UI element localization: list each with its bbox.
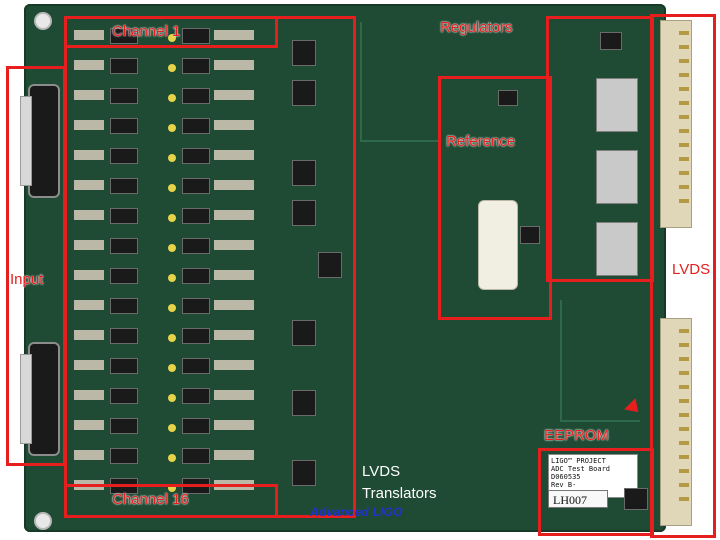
reference-chip [520, 226, 540, 244]
adc-channel-row [74, 444, 274, 468]
connector-pins [20, 354, 32, 444]
lvds-translator-chip [292, 390, 316, 416]
lvds-translator-chip [292, 320, 316, 346]
adc-channel-row [74, 354, 274, 378]
lvds-translator-chip [292, 40, 316, 66]
pcb-trace [360, 22, 362, 142]
regulator-chip [600, 32, 622, 50]
adc-channel-row [74, 264, 274, 288]
board-sticker-line: LIGO™ PROJECT [551, 457, 606, 465]
label-eeprom: EEPROM [544, 427, 610, 444]
adc-channel-row [74, 234, 274, 258]
input-box [6, 66, 66, 466]
lvds-translator-chip [318, 252, 342, 278]
lvds-box [650, 14, 716, 538]
lvds-translator-chip [292, 460, 316, 486]
board-sticker-line: D060535 [551, 473, 581, 481]
adc-channel-row [74, 144, 274, 168]
lvds-connector-top [660, 20, 692, 228]
label-input: Input [10, 271, 44, 288]
adc-channel-row [74, 84, 274, 108]
pcb-trace [360, 140, 440, 142]
eeprom-box [538, 448, 654, 536]
label-channel-last: Channel 16 [112, 491, 189, 508]
lvds-translator-chip [292, 160, 316, 186]
mounting-hole [34, 12, 52, 30]
label-channel-first: Channel 1 [112, 23, 181, 40]
board-sticker-line: Rev B- [551, 481, 577, 489]
adc-channel-row [74, 24, 274, 48]
voltage-regulator [596, 150, 638, 204]
connector-pins [20, 96, 32, 186]
pcb-trace [560, 420, 640, 422]
adc-channel-row [74, 294, 274, 318]
adc-channel-row [74, 114, 274, 138]
lvds-translator-chip [292, 80, 316, 106]
lvds-translator-chip [292, 200, 316, 226]
label-lvds-translators-line1: LVDS [362, 463, 401, 480]
reference-box [438, 76, 552, 320]
label-lvds: LVDS [672, 261, 711, 278]
adc-channel-row [74, 54, 274, 78]
adc-channels-box [64, 16, 356, 518]
label-reference: Reference [446, 133, 516, 150]
handwritten-tag: LH007 [548, 490, 608, 508]
board-sticker-line: ADC Test Board [551, 465, 611, 473]
reference-capacitor [478, 200, 518, 290]
reference-chip [498, 90, 518, 106]
input-connector-bottom [20, 342, 60, 456]
label-regulators: Regulators [440, 19, 513, 36]
label-lvds-translators-line2: Translators [362, 485, 437, 502]
input-connector-top [20, 84, 60, 198]
adc-channel-row [74, 204, 274, 228]
regulators-box [546, 16, 654, 282]
adc-channel-row [74, 414, 274, 438]
adc-channel-row [74, 384, 274, 408]
pcb-trace [560, 300, 562, 420]
voltage-regulator [596, 222, 638, 276]
credit-text: Advanced LIGO [310, 505, 403, 519]
lvds-connector-bottom [660, 318, 692, 526]
voltage-regulator [596, 78, 638, 132]
eeprom-chip [624, 488, 648, 510]
mounting-hole [34, 512, 52, 530]
adc-channel-row [74, 174, 274, 198]
adc-channel-row [74, 324, 274, 348]
